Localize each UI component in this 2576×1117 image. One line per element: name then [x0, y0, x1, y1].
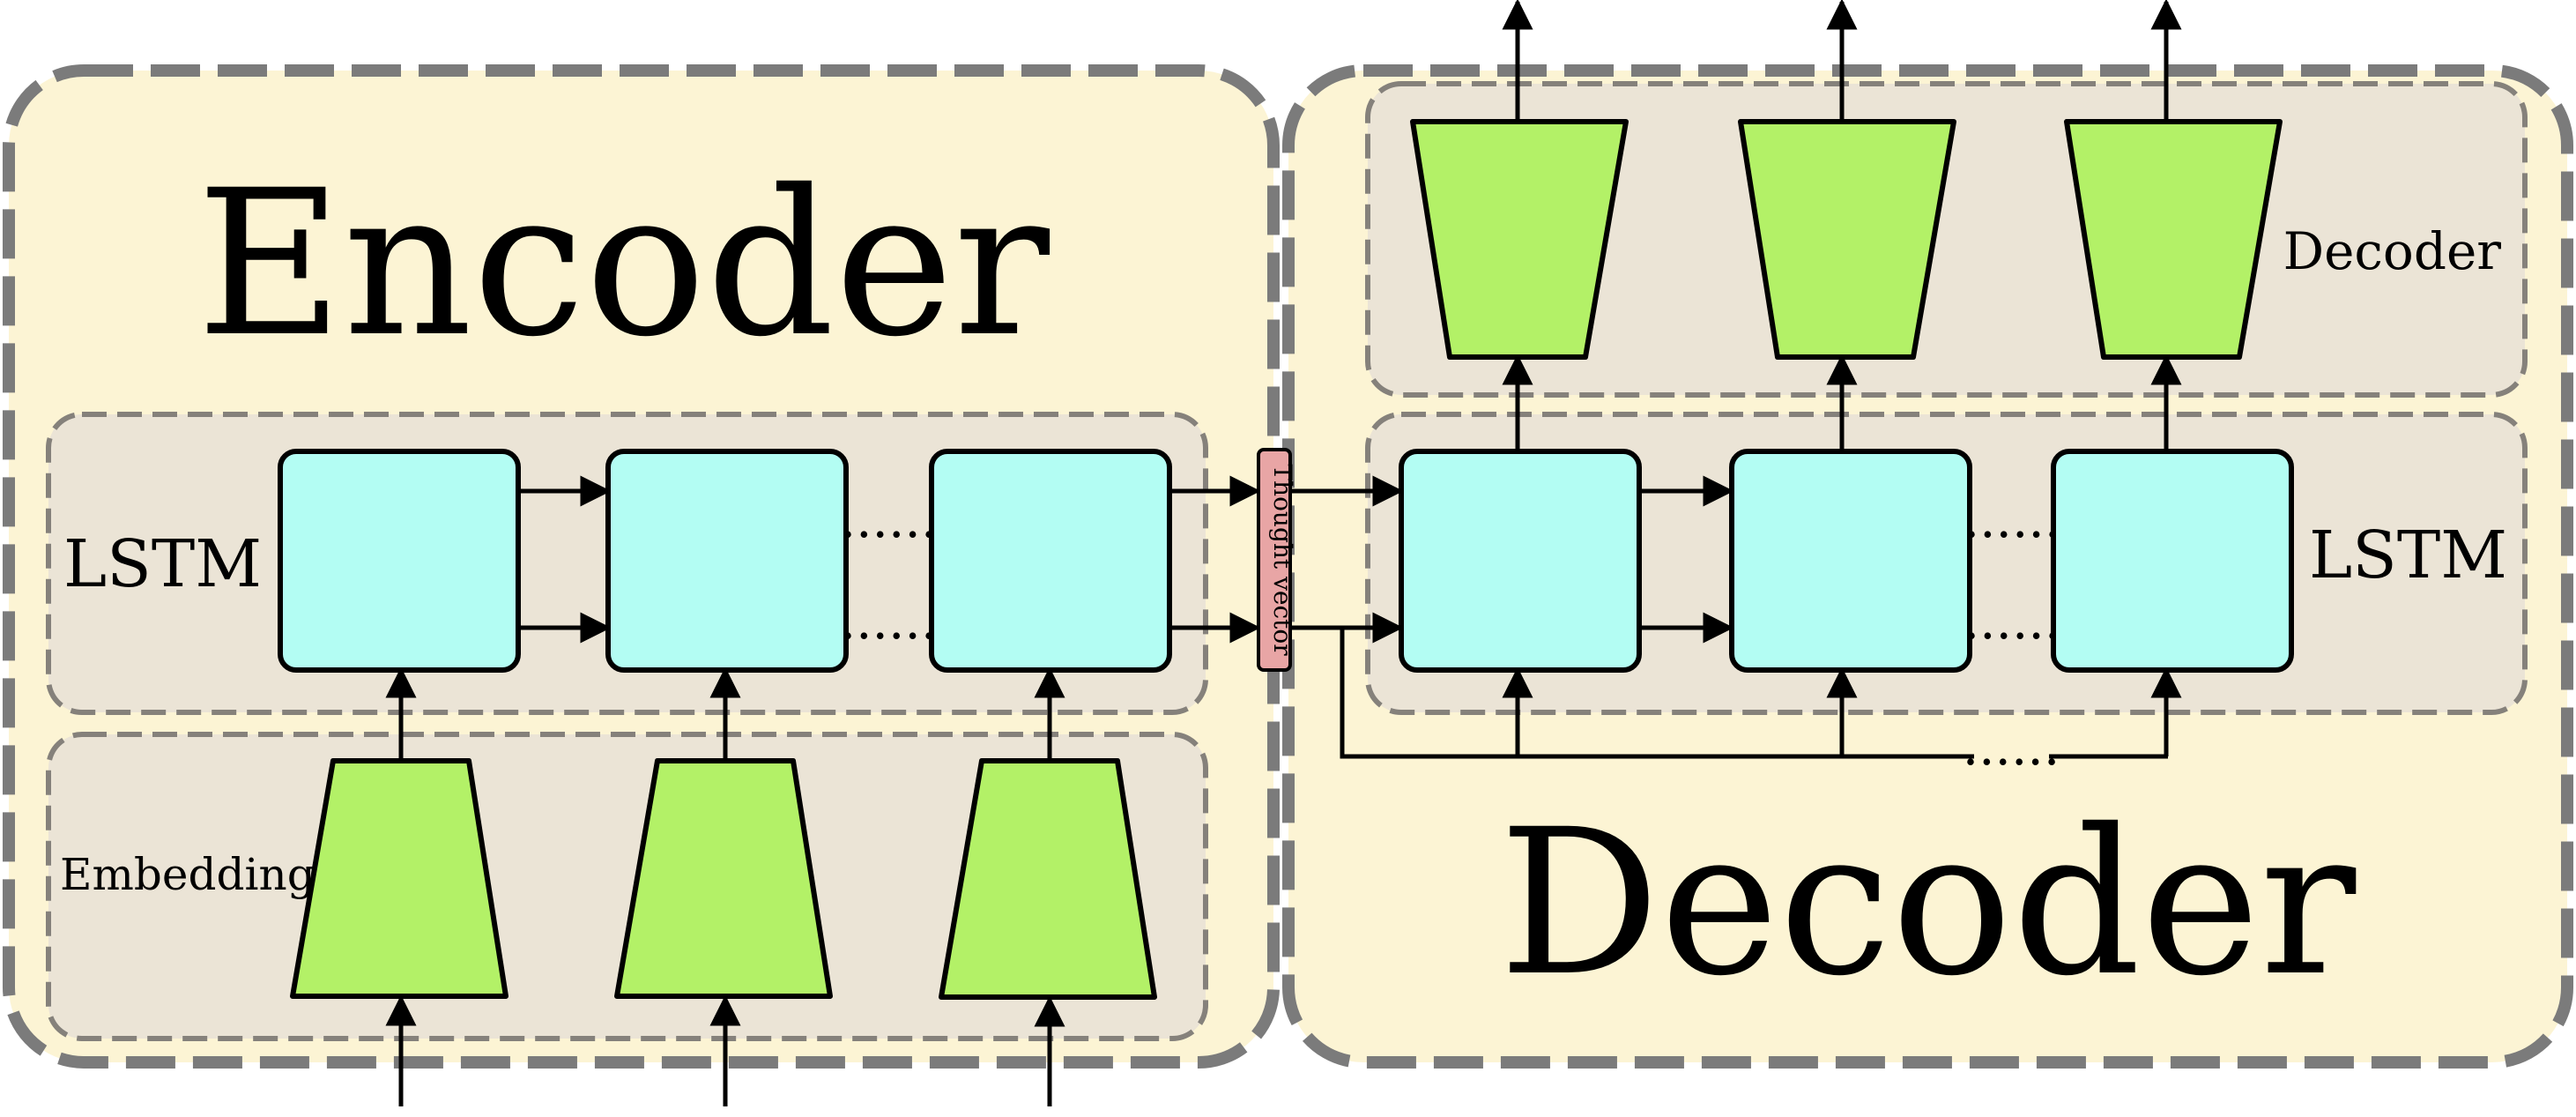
decoder-title: Decoder [1499, 786, 2357, 1020]
encoder-embedding-block [939, 758, 1157, 1000]
decoder-output-block [1410, 119, 1629, 360]
encoder-embedding-label: Embedding [60, 849, 316, 900]
ellipsis-decoder-top: ...... [1964, 489, 2061, 549]
encoder-lstm-cell [278, 449, 521, 673]
connectors [385, 0, 2182, 1106]
encoder-lstm-cell [929, 449, 1172, 673]
thought-vector-label: Thought vector [1268, 464, 1297, 656]
encoder-embedding-block [614, 758, 833, 999]
decoder-lstm-cell [1729, 449, 1972, 673]
decoder-lstm-cell [1399, 449, 1642, 673]
context-bus [1340, 628, 1974, 759]
encoder-embedding-block [290, 758, 509, 999]
encoder-lstm-label: LSTM [63, 526, 262, 602]
ellipsis-encoder-bottom: ...... [840, 591, 938, 651]
ellipsis-encoder-top: ...... [840, 489, 938, 549]
decoder-lstm-cell [2051, 449, 2294, 673]
thought-vector-box [1257, 448, 1292, 672]
decoder-output-label: Decoder [2283, 221, 2502, 281]
ellipsis-decoder-bottom: ...... [1964, 591, 2061, 651]
decoder-output-block [2064, 119, 2283, 360]
ellipsis-context-bus: ...... [1963, 717, 2060, 777]
encoder-lstm-cell [605, 449, 849, 673]
decoder-output-block [1738, 119, 1956, 360]
ellipsis-markers: ...... ...... ...... ...... ...... [840, 489, 2061, 777]
encoder-title: Encoder [197, 146, 1050, 381]
decoder-lstm-label: LSTM [2309, 518, 2507, 593]
